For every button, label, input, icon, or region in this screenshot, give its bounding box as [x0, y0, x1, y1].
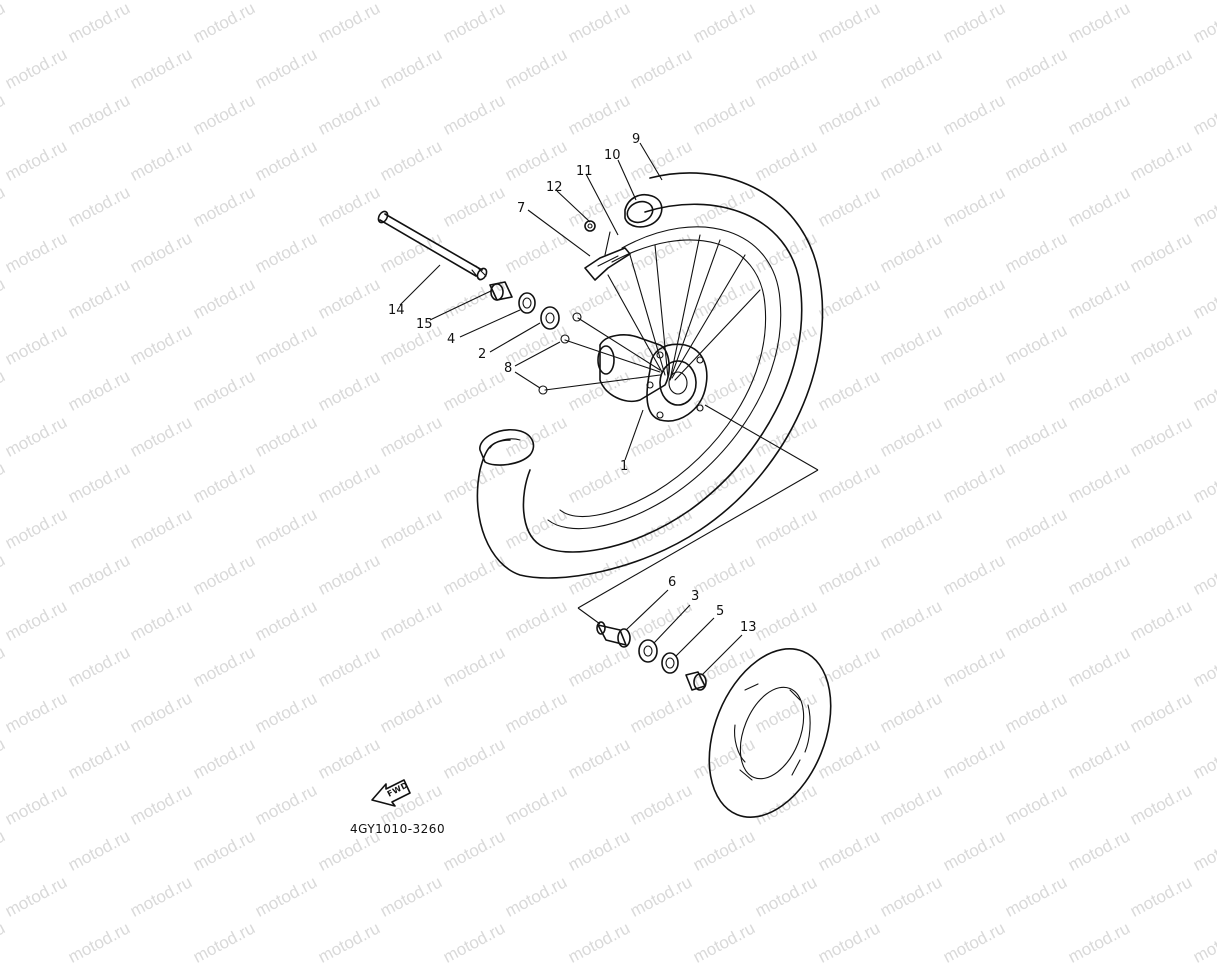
watermark-text: motod.ru [0, 918, 9, 967]
spoke-nipples [538, 312, 582, 395]
diagram-code: 4GY1010-3260 [350, 822, 445, 836]
watermark-text: motod.ru [815, 918, 884, 967]
spacer [489, 281, 513, 301]
callout-9: 9 [632, 132, 640, 147]
axle [377, 210, 488, 281]
rim-lock-nut [584, 220, 596, 232]
callout-10: 10 [604, 148, 621, 163]
bearing-right [638, 639, 658, 663]
tire [476, 172, 824, 579]
leader-lines [399, 142, 743, 676]
rim-lock [584, 231, 631, 281]
callout-12: 12 [546, 180, 563, 195]
brake-disc [708, 648, 832, 818]
axle-guide-lines [577, 404, 819, 625]
hub [597, 334, 708, 422]
callout-13: 13 [740, 620, 757, 635]
watermark-text: motod.ru [65, 918, 134, 967]
watermark-text: motod.ru [690, 918, 759, 967]
watermark-text: motod.ru [190, 918, 259, 967]
callout-14: 14 [388, 303, 405, 318]
callouts: 1 2 3 4 5 6 7 8 9 10 11 12 13 14 15 [388, 132, 757, 635]
spacer-flange [596, 621, 631, 648]
tube [626, 200, 654, 224]
watermark-text: motod.ru [1065, 918, 1134, 967]
callout-3: 3 [691, 589, 699, 604]
callout-2: 2 [478, 347, 486, 362]
callout-6: 6 [668, 575, 676, 590]
callout-1: 1 [620, 459, 628, 474]
fwd-arrow-icon: FWD [371, 779, 411, 807]
watermark-text: motod.ru [565, 918, 634, 967]
callout-15: 15 [416, 317, 433, 332]
watermark-text: motod.ru [440, 918, 509, 967]
callout-4: 4 [447, 332, 455, 347]
front-wheel-exploded-diagram: 1 2 3 4 5 6 7 8 9 10 11 12 13 14 15 FWD … [350, 132, 832, 836]
oil-seal-left [518, 292, 536, 314]
bearing-left [540, 306, 560, 330]
callout-7: 7 [517, 201, 525, 216]
watermark-text: motod.ru [315, 918, 384, 967]
callout-11: 11 [576, 164, 593, 179]
oil-seal-right [661, 652, 679, 674]
watermark-text: motod.ru [1190, 918, 1217, 967]
callout-5: 5 [716, 604, 724, 619]
watermark-text: motod.ru [940, 918, 1009, 967]
callout-8: 8 [504, 361, 512, 376]
collar [685, 671, 707, 691]
